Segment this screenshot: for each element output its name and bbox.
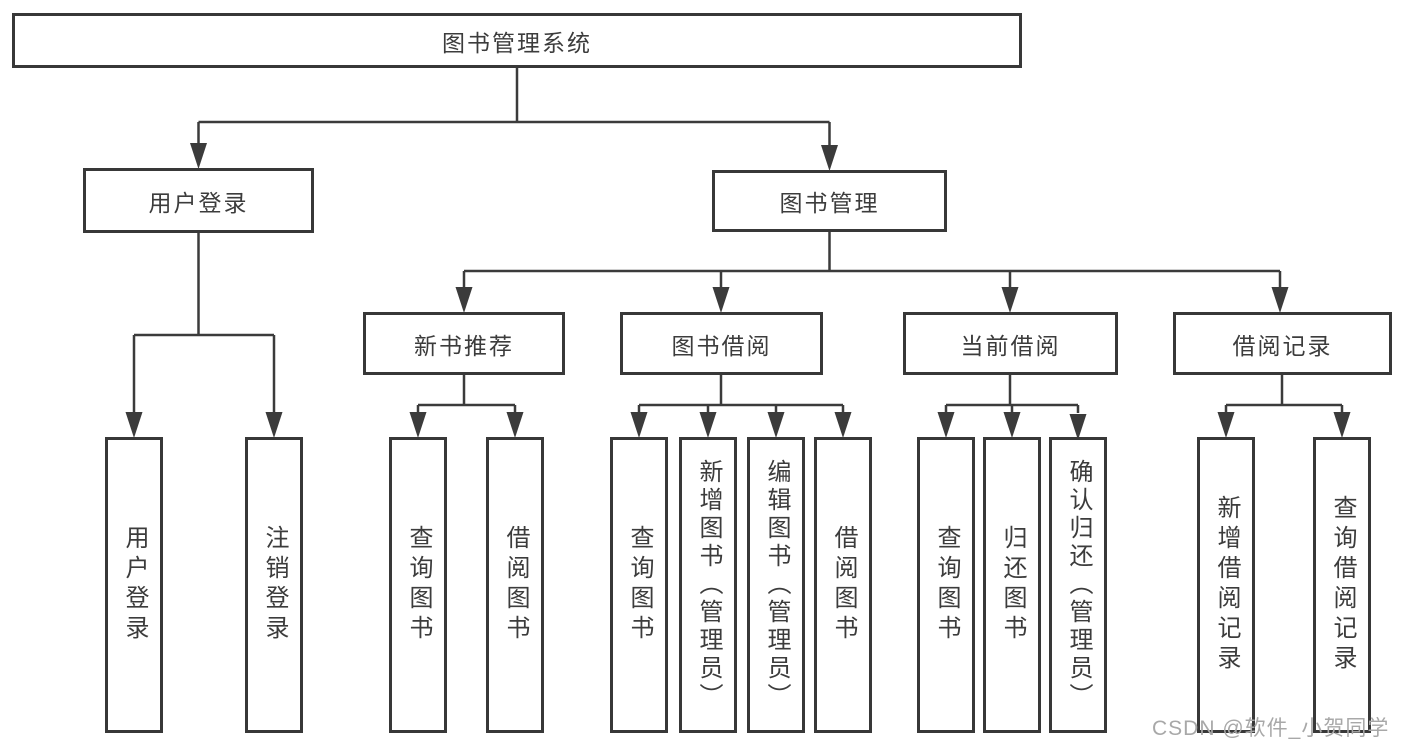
leaf-logout: 注销登录 xyxy=(245,437,303,733)
arrowhead xyxy=(712,287,730,313)
arrowhead xyxy=(821,145,838,171)
leaf-add-books-admin: 新增图书（管理员） xyxy=(679,437,737,733)
leaf-edit-books-admin: 编辑图书（管理员） xyxy=(747,437,805,733)
leaf-borrow-books-recommend: 借阅图书 xyxy=(486,437,544,733)
arrowhead xyxy=(767,412,785,438)
arrowhead xyxy=(1271,287,1289,313)
connector-root-to-level2 xyxy=(190,68,838,171)
arrowhead xyxy=(699,412,717,438)
node-book-borrow: 图书借阅 xyxy=(620,312,823,375)
arrowhead xyxy=(265,412,283,438)
arrowhead xyxy=(1217,412,1235,438)
arrowhead xyxy=(834,412,852,438)
connector-book-mgmt-to-level3 xyxy=(455,232,1289,313)
leaf-query-books-current: 查询图书 xyxy=(917,437,975,733)
leaf-query-books-borrow: 查询图书 xyxy=(610,437,668,733)
leaf-confirm-return-admin: 确认归还（管理员） xyxy=(1049,437,1107,733)
leaf-add-borrow-record: 新增借阅记录 xyxy=(1197,437,1255,733)
leaf-user-login: 用户登录 xyxy=(105,437,163,733)
node-user-login: 用户登录 xyxy=(83,168,314,233)
arrowhead xyxy=(937,412,955,438)
connector-user-login-to-leaves xyxy=(125,233,283,438)
arrowhead xyxy=(1003,412,1021,438)
connector-borrow-records-to-leaves xyxy=(1217,375,1351,438)
node-book-management: 图书管理 xyxy=(712,170,947,232)
arrowhead xyxy=(1001,287,1019,313)
arrowhead xyxy=(190,143,207,169)
arrowhead xyxy=(125,412,143,438)
leaf-query-books-recommend: 查询图书 xyxy=(389,437,447,733)
node-new-book-recommend: 新书推荐 xyxy=(363,312,565,375)
csdn-watermark: CSDN @软件_小贺同学 xyxy=(1152,717,1390,740)
connector-book-borrow-to-leaves xyxy=(630,375,852,438)
node-borrow-records: 借阅记录 xyxy=(1173,312,1392,375)
leaf-borrow-books: 借阅图书 xyxy=(814,437,872,733)
arrowhead xyxy=(455,287,473,313)
arrowhead xyxy=(1069,414,1087,440)
arrowhead xyxy=(630,412,648,438)
connector-current-borrow-to-leaves xyxy=(937,375,1087,440)
arrowhead xyxy=(1333,412,1351,438)
arrowhead xyxy=(409,412,427,438)
arrowhead xyxy=(506,412,524,438)
leaf-query-borrow-record: 查询借阅记录 xyxy=(1313,437,1371,733)
node-current-borrow: 当前借阅 xyxy=(903,312,1118,375)
leaf-return-books: 归还图书 xyxy=(983,437,1041,733)
node-root-library-system: 图书管理系统 xyxy=(12,13,1022,68)
connector-new-book-rec-to-leaves xyxy=(409,375,524,438)
